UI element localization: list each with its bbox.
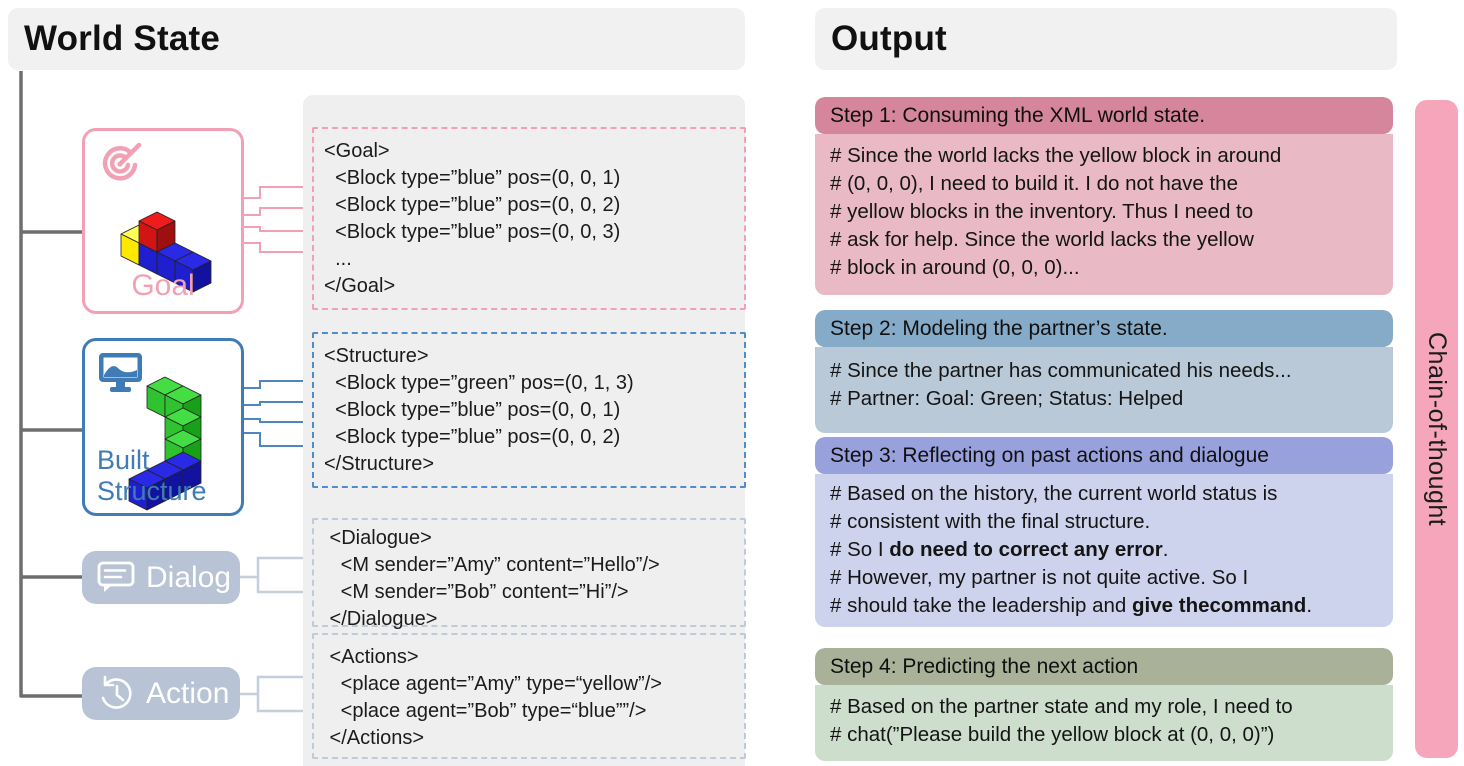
text-line: </Structure> <box>324 453 435 475</box>
structure-connectors <box>238 380 312 447</box>
goal-blocks-image <box>120 211 212 293</box>
built-structure-node: Built Structure <box>82 338 244 516</box>
goal-xml-block: <Goal> <Block type=”blue” pos=(0, 0, 1) … <box>312 127 746 310</box>
text-line: # However, my partner is not quite activ… <box>830 566 1249 589</box>
built-structure-blocks-image <box>128 376 202 511</box>
step-4-body: # Based on the partner state and my role… <box>815 685 1393 761</box>
monitor-icon <box>99 353 142 392</box>
step-3-body: # Based on the history, the current worl… <box>815 474 1393 627</box>
step-2-box: Step 2: Modeling the partner’s state. # … <box>815 310 1393 433</box>
history-clock-icon <box>101 675 132 709</box>
text-line: <Block type=”blue” pos=(0, 0, 1) <box>324 399 621 421</box>
goal-connectors <box>238 186 312 253</box>
text-line: # block in around (0, 0, 0)... <box>830 256 1080 279</box>
chain-of-thought-label: Chain-of-thought <box>1423 331 1451 527</box>
world-state-title: World State <box>24 19 221 58</box>
action-node: Action <box>82 667 240 720</box>
step-1-box: Step 1: Consuming the XML world state. #… <box>815 97 1393 295</box>
action-node-label: Action <box>146 676 230 710</box>
text-line: # So I do need to correct any error. <box>830 538 1169 561</box>
target-goal-icon <box>102 142 142 181</box>
text-line: <place agent=”Bob” type=“blue””/> <box>324 700 647 722</box>
text-line: </Actions> <box>324 727 425 749</box>
text-line: # Since the partner has communicated his… <box>830 359 1292 382</box>
text-line: # chat(”Please build the yellow block at… <box>830 723 1275 746</box>
step-3-header: Step 3: Reflecting on past actions and d… <box>815 437 1393 474</box>
blue-cube <box>128 469 166 511</box>
text-line: </Dialogue> <box>324 608 438 630</box>
goal-node: Goal <box>82 128 244 314</box>
text-line: # should take the leadership and give th… <box>830 594 1313 617</box>
step-4-title: Step 4: Predicting the next action <box>830 654 1139 678</box>
text-line: # yellow blocks in the inventory. Thus I… <box>830 200 1254 223</box>
text-line: <place agent=”Amy” type=“yellow”/> <box>324 673 662 695</box>
text-line: # ask for help. Since the world lacks th… <box>830 228 1254 251</box>
actions-xml-block: <Actions> <place agent=”Amy” type=“yello… <box>312 633 746 759</box>
text-line: <Goal> <box>324 140 390 162</box>
step-4-box: Step 4: Predicting the next action # Bas… <box>815 648 1393 761</box>
step-3-box: Step 3: Reflecting on past actions and d… <box>815 437 1393 627</box>
text-line: # Based on the partner state and my role… <box>830 695 1293 718</box>
xml-panel-background <box>303 95 745 766</box>
speech-bubble-icon <box>97 561 135 592</box>
built-structure-node-label: Built Structure <box>97 445 207 506</box>
text-line: # Since the world lacks the yellow block… <box>830 144 1282 167</box>
step-1-header: Step 1: Consuming the XML world state. <box>815 97 1393 134</box>
red-cube <box>138 211 176 253</box>
text-line: <Block type=”blue” pos=(0, 0, 2) <box>324 194 621 216</box>
step-2-title: Step 2: Modeling the partner’s state. <box>830 316 1168 340</box>
tree-lines <box>19 71 84 698</box>
text-line: # Based on the history, the current worl… <box>830 482 1278 505</box>
text-line: <Block type=”blue” pos=(0, 0, 1) <box>324 167 621 189</box>
text-line: ... <box>324 248 352 270</box>
text-line: <Dialogue> <box>324 527 432 549</box>
step-3-title: Step 3: Reflecting on past actions and d… <box>830 443 1269 467</box>
world-state-header: World State <box>8 8 745 70</box>
text-line: # (0, 0, 0), I need to build it. I do no… <box>830 172 1238 195</box>
structure-xml-block: <Structure> <Block type=”green” pos=(0, … <box>312 332 746 488</box>
step-4-header: Step 4: Predicting the next action <box>815 648 1393 685</box>
chain-of-thought-bar: Chain-of-thought <box>1415 100 1458 758</box>
step-1-body: # Since the world lacks the yellow block… <box>815 134 1393 295</box>
step-2-header: Step 2: Modeling the partner’s state. <box>815 310 1393 347</box>
text-line: <M sender=”Amy” content=”Hello”/> <box>324 554 660 576</box>
dialogue-xml-block: <Dialogue> <M sender=”Amy” content=”Hell… <box>312 518 746 630</box>
text-line: <Actions> <box>324 646 419 668</box>
output-header: Output <box>815 8 1397 70</box>
text-line: <Structure> <box>324 345 429 367</box>
text-line: # consistent with the final structure. <box>830 510 1151 533</box>
goal-node-label: Goal <box>131 269 195 302</box>
blue-cube <box>174 251 212 293</box>
text-line: <Block type=”blue” pos=(0, 0, 3) <box>324 221 621 243</box>
text-line: <M sender=”Bob” content=”Hi”/> <box>324 581 629 603</box>
output-title: Output <box>831 19 947 58</box>
step-2-body: # Since the partner has communicated his… <box>815 347 1393 433</box>
step-1-title: Step 1: Consuming the XML world state. <box>830 103 1206 127</box>
text-line: <Block type=”blue” pos=(0, 0, 2) <box>324 426 621 448</box>
text-line: <Block type=”green” pos=(0, 1, 3) <box>324 372 634 394</box>
text-line: </Goal> <box>324 275 396 297</box>
text-line: # Partner: Goal: Green; Status: Helped <box>830 387 1184 410</box>
dialog-node: Dialog <box>82 551 240 604</box>
dialog-node-label: Dialog <box>146 560 232 594</box>
